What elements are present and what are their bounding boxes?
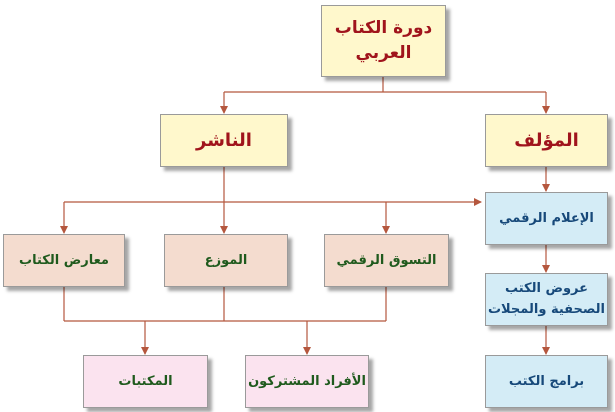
title-box: دورة الكتاب العربي bbox=[321, 5, 446, 77]
libraries-box: المكتبات bbox=[83, 355, 208, 408]
digital-media-box: الإعلام الرقمي bbox=[485, 192, 608, 245]
book-fairs-label: معارض الكتاب bbox=[19, 253, 109, 268]
digital-marketing-label: التسوق الرقمي bbox=[336, 253, 437, 268]
distributor-label: الموزع bbox=[204, 253, 248, 268]
digital-marketing-box: التسوق الرقمي bbox=[324, 234, 449, 287]
title-label: دورة الكتاب العربي bbox=[334, 18, 433, 63]
book-programs-label: برامج الكتب bbox=[508, 374, 585, 389]
libraries-label: المكتبات bbox=[118, 374, 173, 389]
author-box: المؤلف bbox=[485, 114, 608, 167]
book-fairs-box: معارض الكتاب bbox=[3, 234, 125, 287]
distributor-box: الموزع bbox=[164, 234, 288, 287]
digital-media-label: الإعلام الرقمي bbox=[499, 211, 594, 226]
publisher-label: الناشر bbox=[196, 130, 252, 151]
press-reviews-box: عروض الكتب الصحفية والمجلات bbox=[485, 273, 608, 326]
author-label: المؤلف bbox=[514, 130, 579, 151]
subscribers-label: الأفراد المشتركون bbox=[248, 374, 366, 389]
book-programs-box: برامج الكتب bbox=[485, 355, 608, 408]
publisher-box: الناشر bbox=[160, 114, 288, 167]
subscribers-box: الأفراد المشتركون bbox=[245, 355, 369, 408]
press-reviews-label: عروض الكتب الصحفية والمجلات bbox=[487, 281, 606, 317]
